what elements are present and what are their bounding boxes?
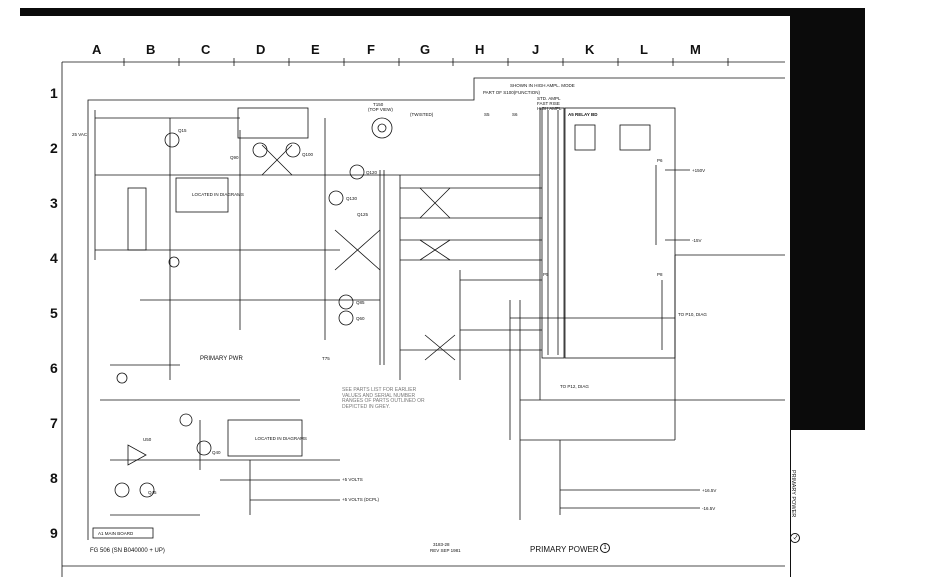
q85-label: Q85: [356, 300, 365, 305]
located-diagrams-2: LOCATED IN DIAGRAMS: [255, 436, 307, 441]
t150-label: T150: [373, 102, 384, 107]
figure-reference: FG 506 (SN B040000 + UP): [90, 548, 165, 554]
q15-label: Q15: [178, 128, 187, 133]
q40-label: Q40: [212, 450, 221, 455]
t75-label: T75: [322, 356, 330, 361]
p6-label: P6: [657, 158, 663, 163]
plus-5-volts-dcpl-label: +5 VOLTS (DCPL): [342, 497, 380, 502]
mode-note: SHOWN IN HIGH AMPL. MODE: [510, 83, 575, 88]
column-label-m: M: [690, 42, 701, 57]
column-label-h: H: [475, 42, 485, 57]
column-label-c: C: [201, 42, 211, 57]
p5-label: P5: [543, 272, 549, 277]
p8-label: P8: [657, 272, 663, 277]
document-number: 3183-28: [433, 542, 450, 547]
minus-15v-label: -15V: [692, 238, 702, 243]
fast-rise-label: FAST RISE: [537, 101, 560, 106]
std-ampl-label: STD. AMPL: [537, 96, 561, 101]
row-label-7: 7: [50, 415, 58, 431]
high-ampl-label: HIGH AMPL: [537, 106, 562, 111]
q100-label: Q100: [302, 152, 314, 157]
column-label-a: A: [92, 42, 102, 57]
column-label-f: F: [367, 42, 375, 57]
minus-16-5v-label: -16.5V: [702, 506, 716, 511]
vac-label: 25 VAC: [72, 132, 88, 137]
p10-diag-label: TO P10, DIAG: [678, 312, 707, 317]
plus-150v-label: +150V: [692, 168, 706, 173]
s6-label: S6: [512, 112, 518, 117]
a1-main-board-label: A1 MAIN BOARD: [98, 531, 134, 536]
column-label-l: L: [640, 42, 648, 57]
q90-label: Q90: [230, 155, 239, 160]
row-label-4: 4: [50, 250, 58, 266]
column-label-g: G: [420, 42, 431, 57]
column-label-k: K: [585, 42, 595, 57]
p12-diag-label: TO P12, DIAG: [560, 384, 589, 389]
diagram-title: PRIMARY POWER: [530, 545, 599, 554]
column-label-j: J: [532, 42, 540, 57]
u50-label: U50: [143, 437, 152, 442]
revision-date: REV SEP 1981: [430, 548, 461, 553]
s5-label: S5: [484, 112, 490, 117]
row-label-3: 3: [50, 195, 58, 211]
q45-label: Q45: [148, 490, 157, 495]
column-label-b: B: [146, 42, 156, 57]
row-label-6: 6: [50, 360, 58, 376]
plus-16-5v-label: +16.5V: [702, 488, 717, 493]
column-label-d: D: [256, 42, 266, 57]
plus-5-volts-label: +5 VOLTS: [342, 477, 363, 482]
top-border-bar: [20, 8, 790, 16]
q120-label: Q120: [366, 170, 378, 175]
column-ticks: [123, 58, 729, 66]
row-label-8: 8: [50, 470, 58, 486]
located-diagrams-1: LOCATED IN DIAGRAMS: [192, 192, 244, 197]
q60-label: Q60: [356, 316, 365, 321]
sidebar-title: PRIMARY POWER: [790, 470, 796, 518]
q130-label: Q130: [346, 196, 358, 201]
row-label-2: 2: [50, 140, 58, 156]
primary-pwr-label: PRIMARY PWR: [200, 356, 243, 362]
q125-label: Q125: [357, 212, 369, 217]
row-label-1: 1: [50, 85, 58, 101]
parts-list-note: SEE PARTS LIST FOR EARLIER VALUES AND SE…: [342, 387, 425, 410]
column-label-e: E: [311, 42, 320, 57]
top-view-label: (TOP VIEW): [368, 107, 393, 112]
part-of-note: PART OF S100(FUNCTION): [483, 90, 541, 95]
relay-board-label: A5 RELAY BD: [568, 112, 598, 117]
row-label-9: 9: [50, 525, 58, 541]
twisted-label: (TWISTED): [410, 112, 434, 117]
right-tab-cutout: [790, 430, 866, 577]
row-label-5: 5: [50, 305, 58, 321]
title-number-badge: 1: [600, 543, 610, 553]
